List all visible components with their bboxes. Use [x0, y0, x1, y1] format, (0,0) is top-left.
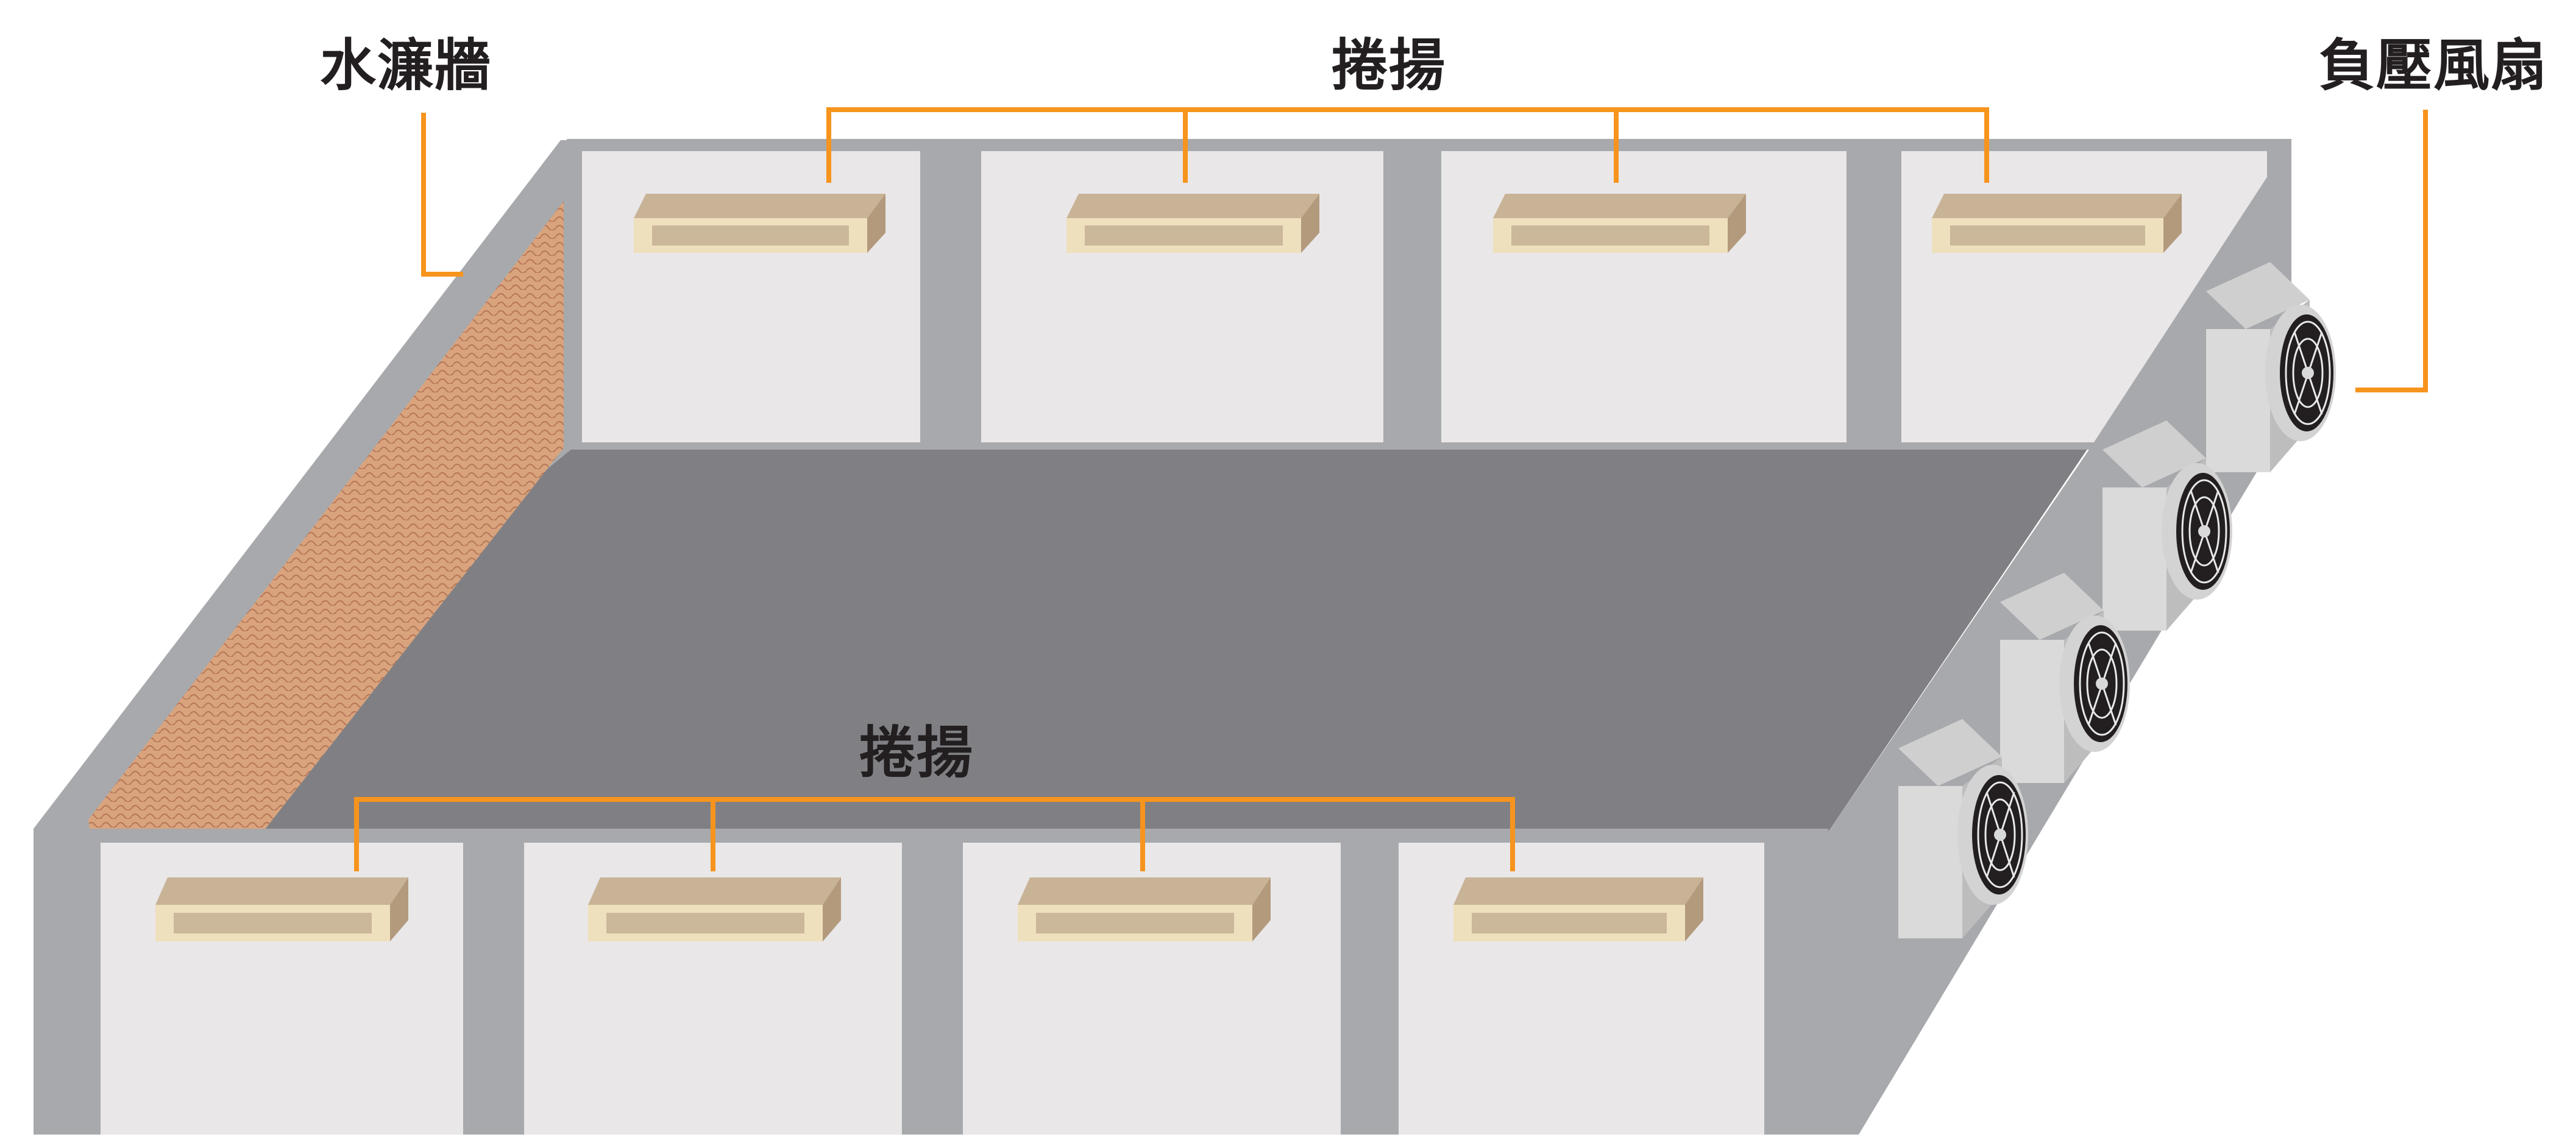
water-wall-pad [88, 201, 564, 841]
curtain-bottom-leader-lines [354, 797, 1515, 871]
curtain-bottom-label: 捲揚 [859, 720, 974, 785]
curtain-roll-back-1 [634, 194, 885, 253]
water-wall-leader-line [421, 113, 463, 277]
curtain-roll-front-3 [1018, 877, 1271, 941]
back-wall [567, 139, 2285, 450]
curtain-roll-front-1 [155, 877, 408, 941]
curtain-roll-front-2 [588, 877, 841, 941]
curtain-top-label: 捲揚 [1332, 33, 1447, 98]
water-wall-label: 水濂牆 [320, 33, 492, 98]
curtain-roll-back-4 [1932, 194, 2182, 253]
exhaust-fan-label: 負壓風扇 [2319, 33, 2549, 98]
exhaust-fan-3 [2102, 420, 2232, 631]
curtain-top-leader-lines [826, 107, 1989, 183]
exhaust-fan-leader-line [2355, 110, 2428, 392]
front-wall [34, 829, 1828, 1135]
floor [91, 445, 2090, 844]
exhaust-fan-4 [2206, 262, 2336, 472]
exhaust-fan-1 [1898, 719, 2028, 938]
curtain-roll-back-3 [1493, 194, 1746, 253]
exhaust-fan-2 [2000, 573, 2130, 783]
left-wall [34, 140, 573, 844]
curtain-roll-back-2 [1066, 194, 1319, 253]
curtain-roll-front-4 [1453, 877, 1703, 941]
